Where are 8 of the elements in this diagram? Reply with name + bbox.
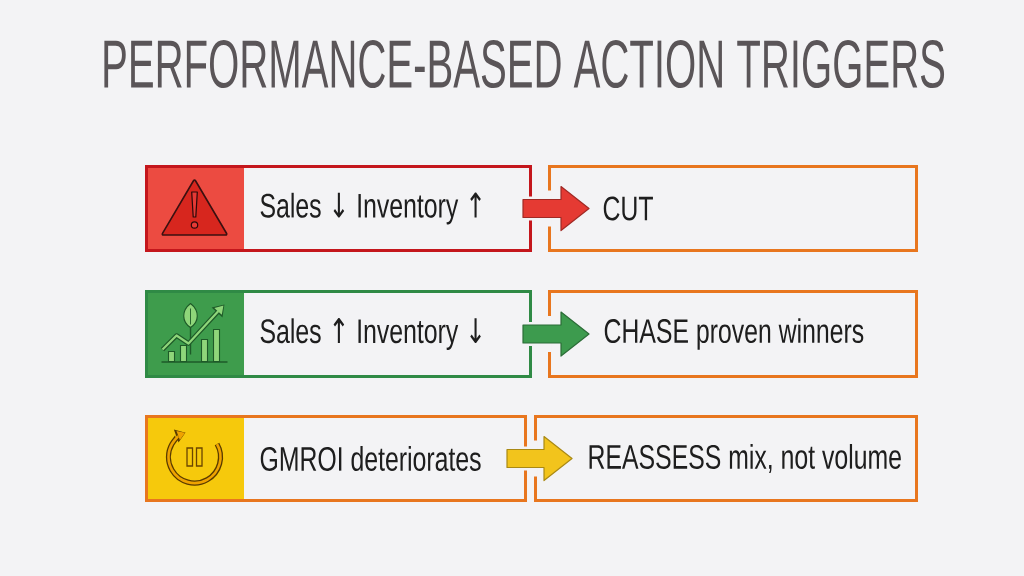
block-arrow <box>522 185 590 232</box>
condition-box: GMROI deteriorates <box>145 415 527 502</box>
title: PERFORMANCE-BASED ACTION TRIGGERS <box>104 39 945 89</box>
action-box: REASSESS mix, not volume <box>534 415 918 502</box>
block-arrow <box>522 311 590 357</box>
action-box: CHASE proven winners <box>548 290 918 378</box>
block-arrow <box>506 435 573 482</box>
action-box: CUT <box>548 165 918 252</box>
